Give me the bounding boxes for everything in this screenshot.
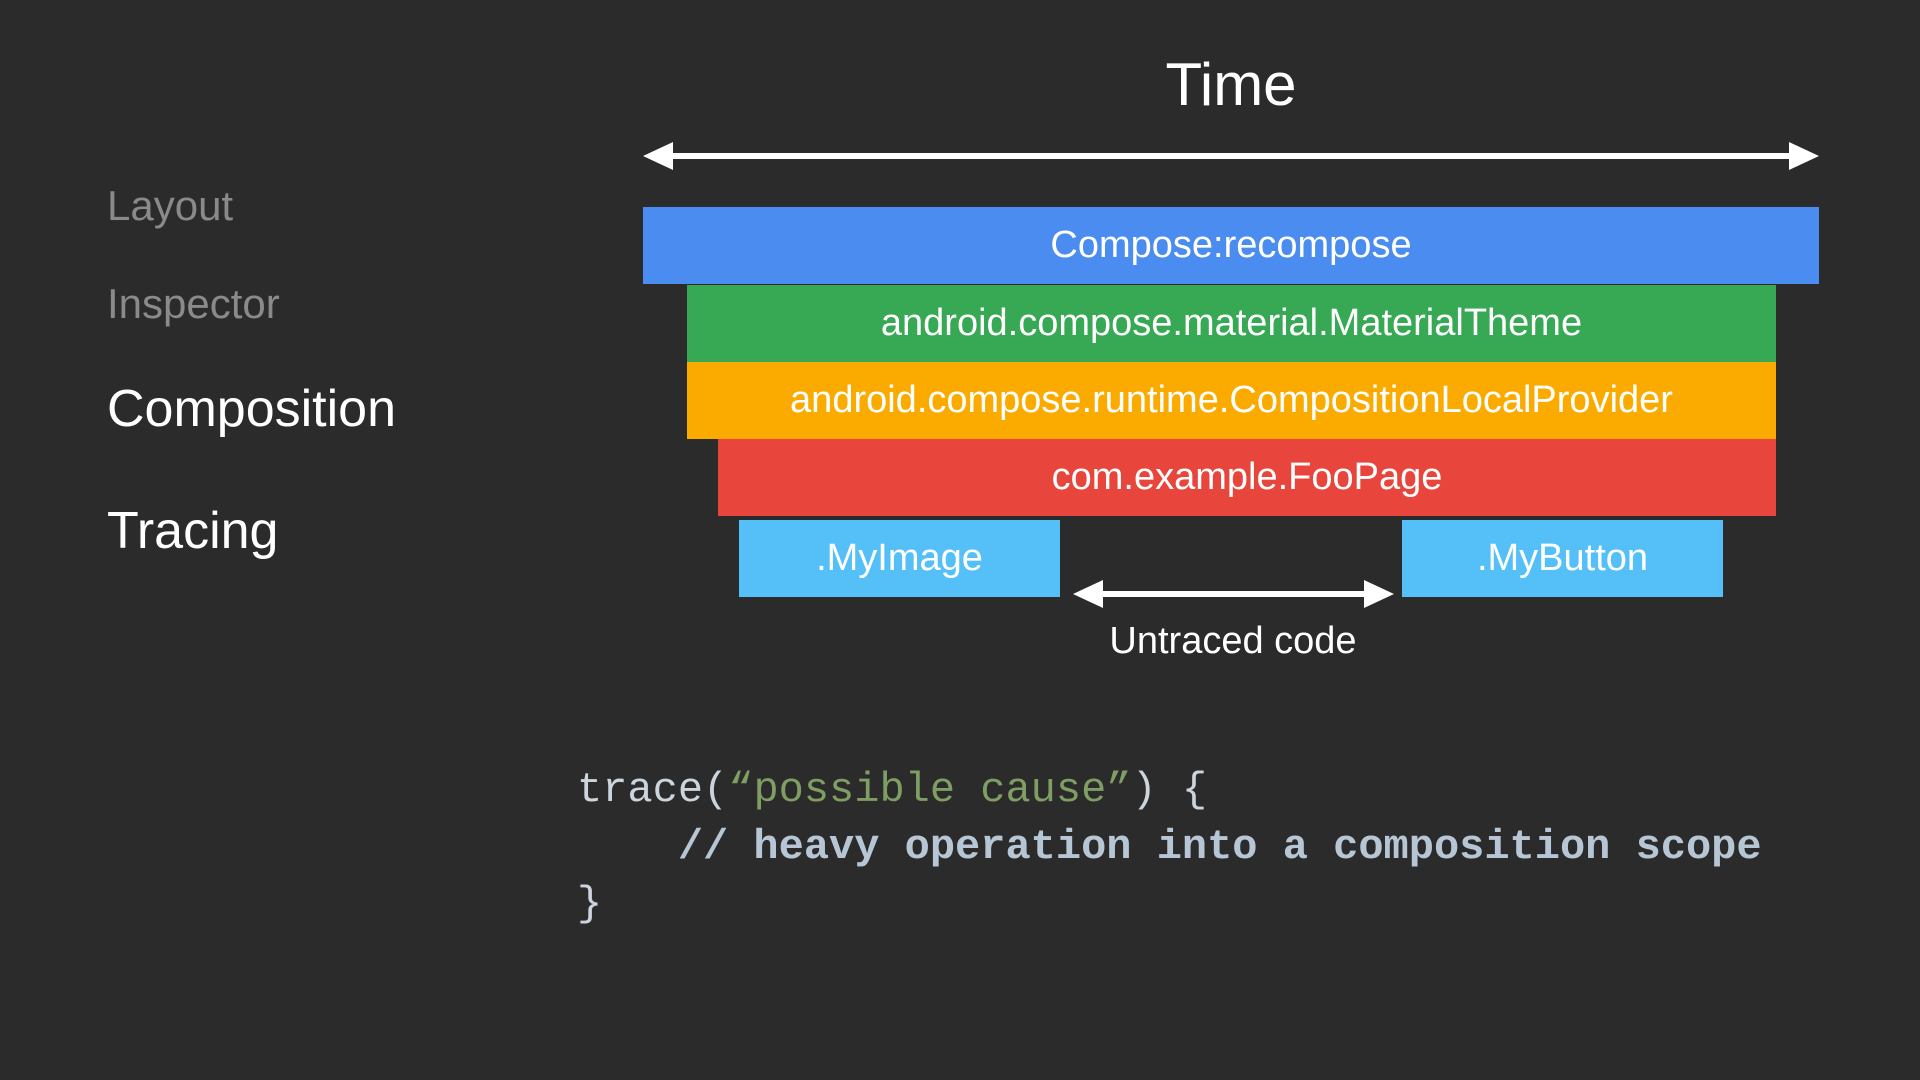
time-axis-title: Time	[1165, 51, 1297, 118]
time-axis-arrow-icon	[643, 142, 1819, 170]
arrow-shaft	[667, 153, 1795, 159]
arrow-right-head-icon	[1364, 580, 1394, 608]
trace-bar-myimage: .MyImage	[739, 520, 1060, 597]
code-trace-call: trace(	[577, 766, 729, 814]
arrow-shaft	[1097, 591, 1370, 597]
composition-tracing-line2: Tracing	[107, 502, 279, 560]
untraced-gap-arrow-icon	[1073, 580, 1394, 608]
trace-bar-compose-recompose: Compose:recompose	[643, 207, 1819, 284]
untraced-code-caption: Untraced code	[1109, 620, 1357, 662]
code-snippet: trace(“possible cause”) { // heavy opera…	[577, 762, 1762, 933]
layout-inspector-label: Layout Inspector	[107, 132, 280, 377]
trace-bar-mybutton: .MyButton	[1402, 520, 1723, 597]
code-comment: // heavy operation into a composition sc…	[577, 823, 1762, 871]
composition-tracing-line1: Composition	[107, 380, 397, 438]
trace-bar-foopage: com.example.FooPage	[718, 439, 1776, 516]
composition-tracing-label: Composition Tracing	[107, 318, 396, 623]
layout-inspector-line1: Layout	[107, 182, 234, 229]
code-block-close: }	[577, 880, 603, 928]
layout-inspector-line2: Inspector	[107, 280, 280, 327]
trace-bar-material-theme: android.compose.material.MaterialTheme	[687, 285, 1776, 362]
arrow-right-head-icon	[1789, 142, 1819, 170]
code-string-literal: “possible cause”	[728, 766, 1132, 814]
trace-bar-composition-local-provider: android.compose.runtime.CompositionLocal…	[687, 362, 1776, 439]
code-block-open: ) {	[1131, 766, 1208, 814]
